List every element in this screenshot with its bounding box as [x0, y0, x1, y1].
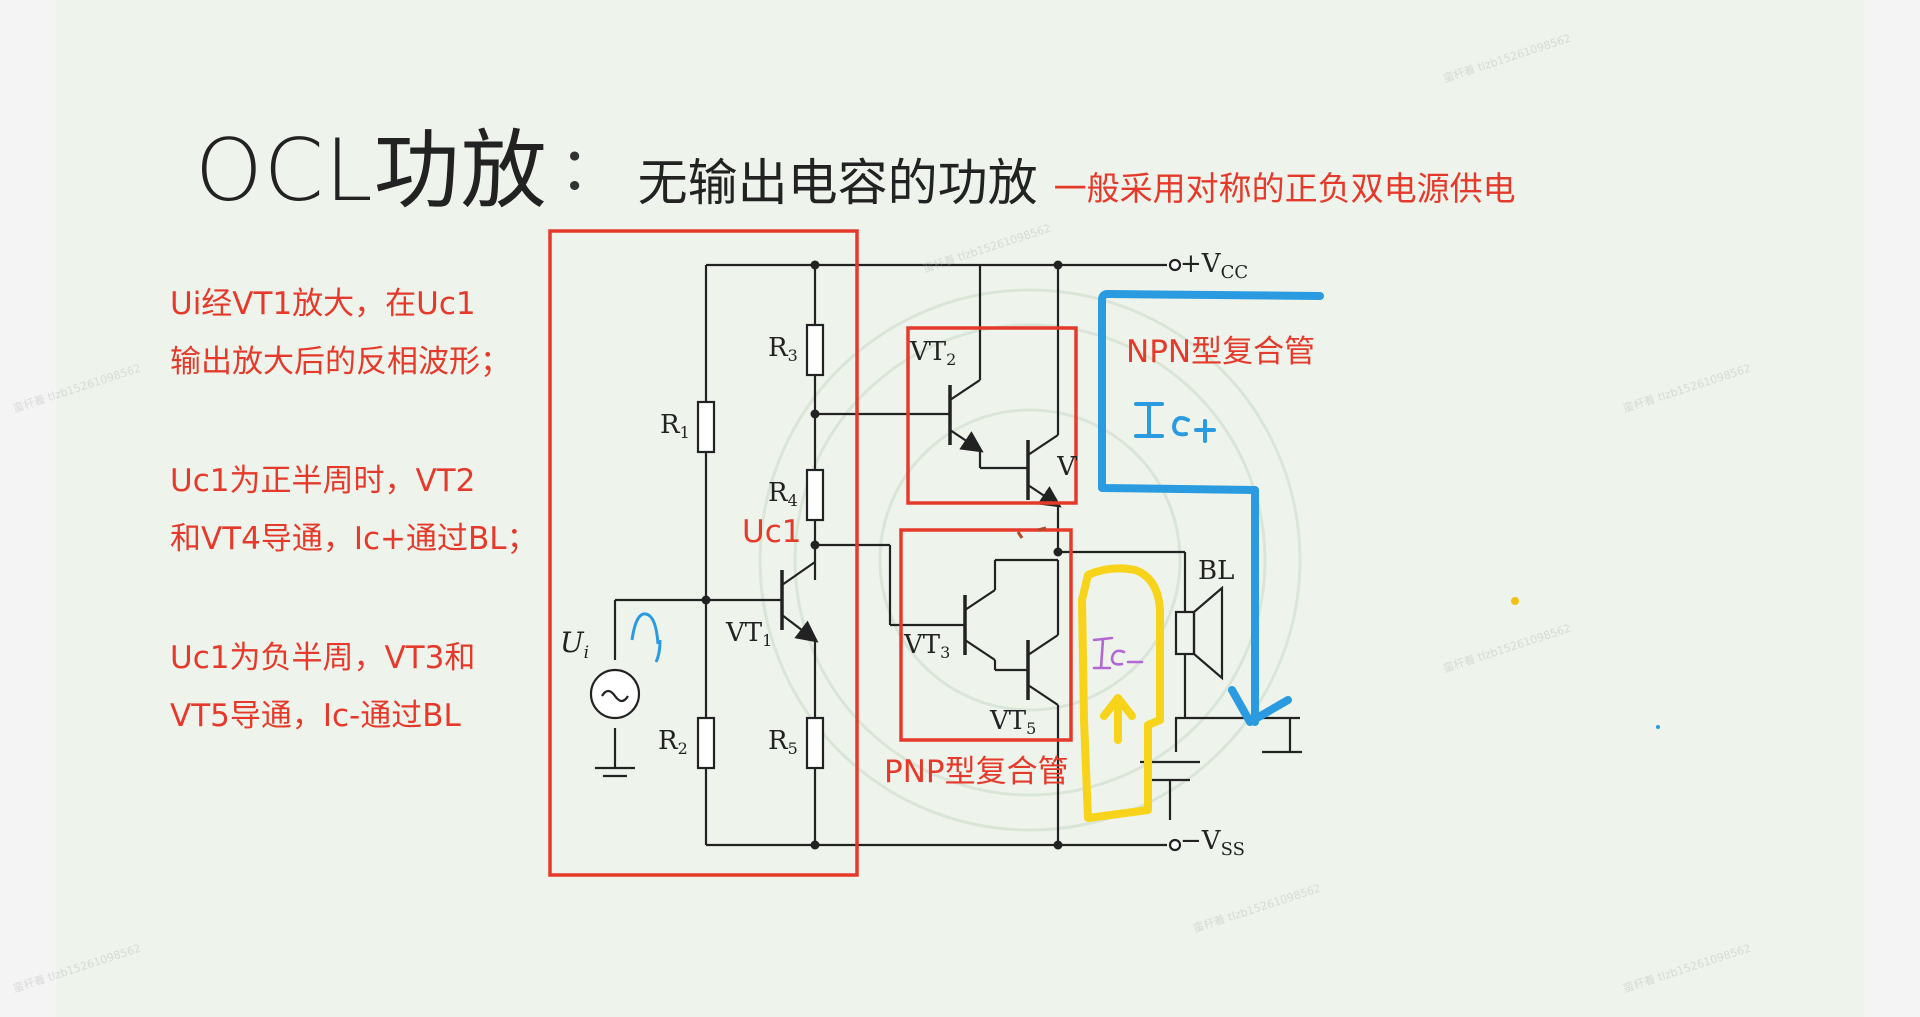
- vt5-label: VT5: [990, 706, 1037, 738]
- mark-tick: [1016, 526, 1047, 539]
- signal-source-icon: [589, 668, 641, 720]
- emblem-watermark: [758, 288, 1302, 832]
- resistor-r5: [805, 716, 825, 770]
- resistor-r3: [805, 323, 825, 377]
- input-wave-sketch: [630, 612, 662, 663]
- highlight-boxes: [548, 229, 1078, 877]
- pnp-composite-box: [899, 528, 1073, 742]
- title-note: 一般采用对称的正负双电源供电: [1053, 169, 1516, 208]
- ui-label: Ui: [560, 626, 590, 663]
- vt4-label: VT: [1057, 452, 1077, 482]
- stray-dot: [1511, 597, 1519, 605]
- npn-composite-box: [906, 326, 1078, 505]
- resistors: [696, 323, 825, 770]
- vt3-label: VT3: [904, 630, 951, 662]
- junction-dots: [701, 260, 1063, 850]
- bl-label: BL: [1198, 556, 1235, 586]
- note-line-1: Ui经VT1放大，在Uc1: [170, 286, 476, 322]
- title-main: OCL功放: [195, 121, 548, 221]
- slide: [56, 0, 1864, 1017]
- title-colon: ：: [559, 135, 620, 205]
- r3-label: R3: [768, 333, 798, 365]
- vt1-label: VT1: [726, 618, 773, 650]
- ic-minus-current-path: [1078, 564, 1164, 822]
- vt2-label: VT2: [910, 337, 957, 369]
- r5-label: R5: [768, 726, 798, 758]
- vcc-label: +VCC: [1180, 249, 1249, 283]
- resistor-r1: [696, 400, 716, 454]
- ic-plus-glyph: [1134, 402, 1216, 443]
- vss-label: −VSS: [1180, 826, 1245, 860]
- note-line-6: VT5导通，Ic-通过BL: [170, 698, 461, 734]
- r4-label: R4: [768, 478, 798, 510]
- resistor-r2: [696, 716, 716, 770]
- stray-dot: [1656, 725, 1660, 729]
- circuit-wires: [595, 258, 1302, 852]
- r2-label: R2: [658, 726, 688, 758]
- ic-plus-current-path: [1098, 290, 1324, 726]
- ic-minus-glyph: [1092, 636, 1144, 670]
- title-subtitle: 无输出电容的功放: [637, 154, 1038, 212]
- r1-label: R1: [660, 410, 690, 442]
- slide-title: OCL功放： 无输出电容的功放一般采用对称的正负双电源供电: [195, 100, 1516, 225]
- note-line-4: 和VT4导通，Ic+通过BL；: [170, 521, 538, 557]
- pnp-composite-label: PNP型复合管: [884, 754, 1069, 790]
- uc1-label: Uc1: [742, 514, 802, 550]
- vt1-stage-box: [548, 229, 859, 877]
- npn-composite-label: NPN型复合管: [1126, 334, 1316, 370]
- note-line-2: 输出放大后的反相波形；: [170, 344, 511, 380]
- note-line-3: Uc1为正半周时，VT2: [170, 463, 476, 499]
- note-line-5: Uc1为负半周，VT3和: [170, 640, 476, 676]
- resistor-r4: [805, 468, 825, 522]
